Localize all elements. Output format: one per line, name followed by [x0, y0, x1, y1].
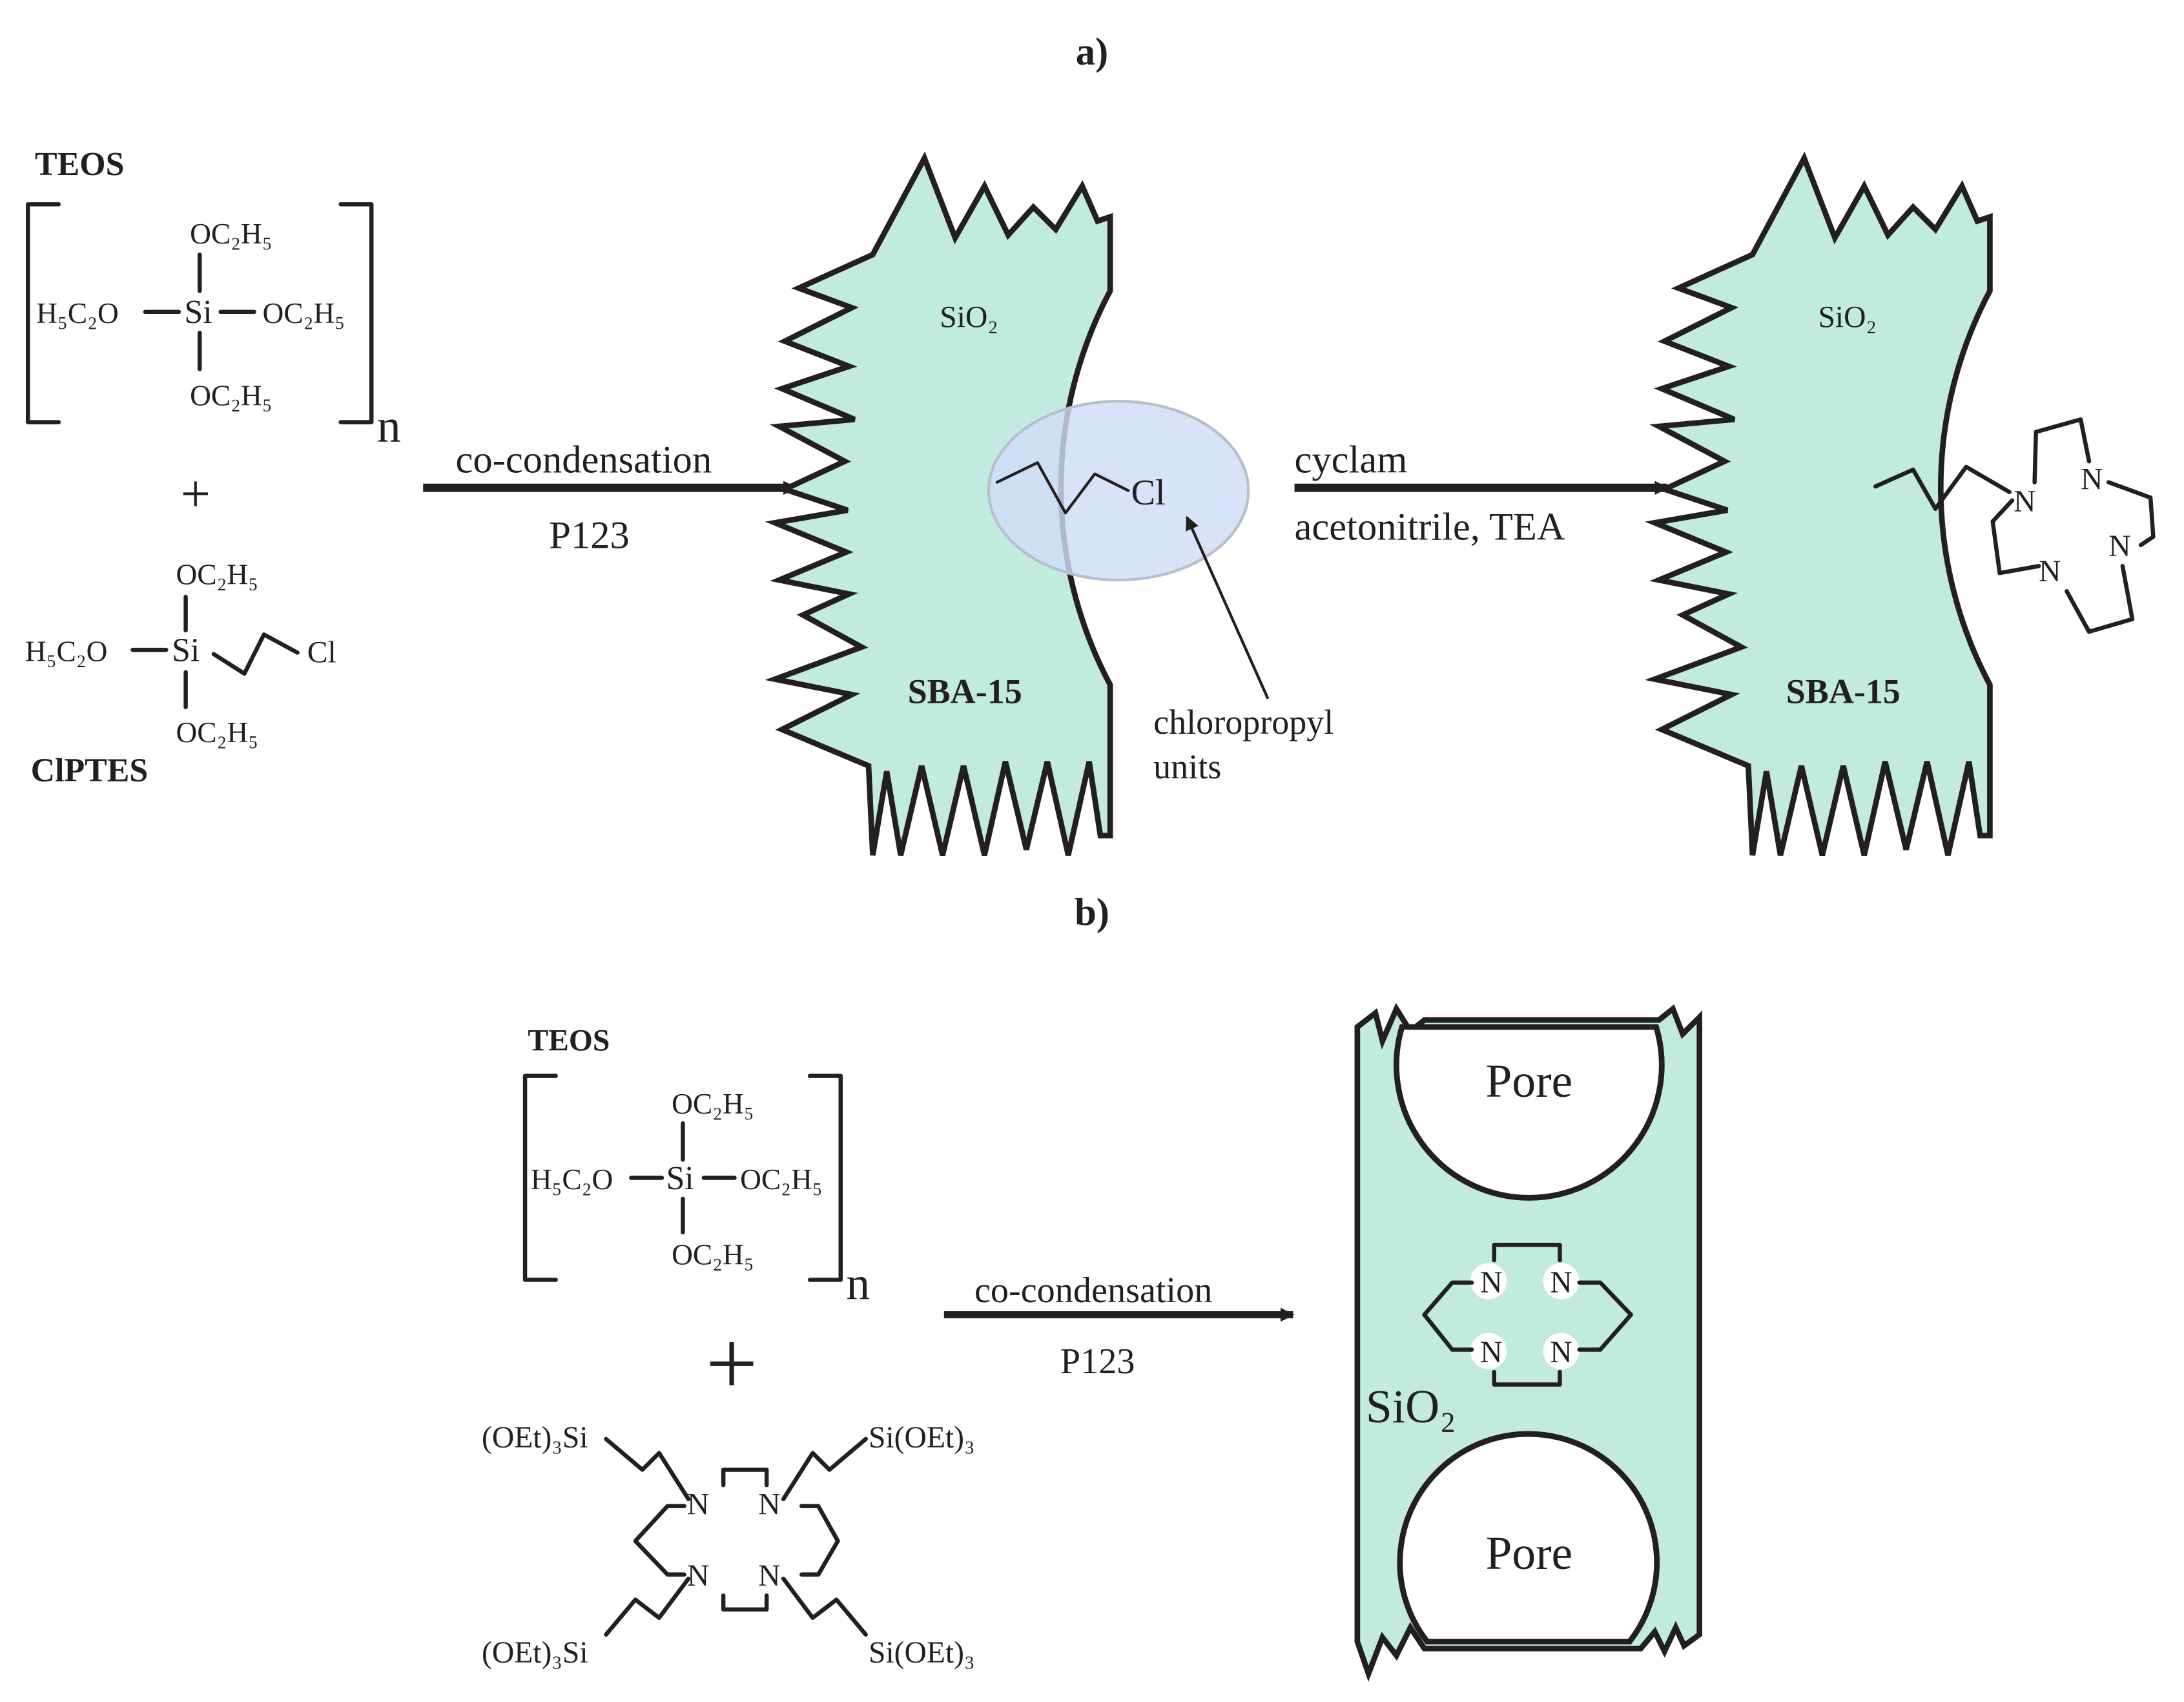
chloropropyl-highlight: [987, 400, 1250, 582]
cyclam-ring-2: [1990, 417, 2156, 634]
teos-left-group: H₅C₂O: [36, 297, 119, 329]
plus-sign-b: +: [706, 1313, 757, 1415]
n-halo-1: [1470, 1263, 1507, 1300]
sba15-particle-1: Cl SiO₂ SBA-15: [765, 151, 1250, 856]
surface-linker-2: [1873, 464, 2012, 511]
callout-arrow: [1186, 515, 1270, 700]
reaction-arrow-1: co-condensation P123: [423, 438, 798, 557]
teos-b-center-atom: Si: [666, 1160, 694, 1197]
embedded-ring-n-2: N: [1550, 1266, 1572, 1300]
cyclam-silane-structure: (OEt)₃Si Si(OEt)₃ (OEt)₃Si Si(OEt)₃ N N …: [482, 1421, 975, 1670]
left-bracket: [26, 202, 61, 424]
embedded-cyclam-ring: [1422, 1243, 1633, 1387]
reaction-arrow-b: co-condensation P123: [943, 1271, 1295, 1382]
callout-line1: chloropropyl: [1153, 703, 1334, 742]
chloropropyl-callout: chloropropyl units: [1153, 515, 1334, 786]
silane-bottom-right: Si(OEt)₃: [869, 1636, 975, 1670]
ring-n-right: N: [2108, 530, 2130, 563]
arrow-b-bottom-label: P123: [1060, 1342, 1135, 1382]
silane-bottom-left: (OEt)₃Si: [482, 1636, 588, 1670]
silica-particle-2: [1644, 151, 1993, 856]
teos-right-group: OC₂H₅: [263, 297, 345, 329]
pore-top-label: Pore: [1485, 1054, 1572, 1107]
silane-top-right: Si(OEt)₃: [869, 1421, 975, 1455]
ring-n-top: N: [2081, 462, 2103, 496]
callout-line2: units: [1153, 747, 1221, 786]
particle-1-top-label: SiO₂: [940, 301, 998, 335]
n-halo-2: [1543, 1263, 1580, 1300]
sba15-particle-2: N N N N SiO₂ SBA-15: [1644, 151, 2156, 856]
wall-label: SiO₂: [1366, 1380, 1456, 1433]
silane-ring-n-1: N: [687, 1488, 709, 1522]
cyclam-ring-b: [633, 1468, 840, 1612]
teos-name: TEOS: [35, 146, 124, 183]
chloropropyl-chain: [211, 632, 300, 676]
teos-b-left-group: H₅C₂O: [531, 1163, 613, 1196]
teos-b-top-group: OC₂H₅: [672, 1088, 754, 1120]
teos-bottom-group: OC₂H₅: [190, 380, 273, 412]
arrow-1-bottom-label: P123: [549, 514, 629, 557]
ring-n-bottom: N: [2039, 555, 2061, 588]
particle-1-chain-end: Cl: [1131, 473, 1166, 513]
teos-structure-b: TEOS OC₂H₅ H₅C₂O Si OC₂H₅ OC₂H₅ n: [522, 1024, 870, 1310]
clptes-center-atom: Si: [172, 632, 200, 669]
arrow-b-top-label: co-condensation: [974, 1271, 1212, 1311]
teos-b-right-group: OC₂H₅: [740, 1163, 823, 1196]
surface-chain-1: [995, 461, 1130, 515]
teos-b-subscript-n: n: [846, 1257, 870, 1310]
silica-particle-1: [765, 151, 1113, 856]
embedded-ring-n-1: N: [1480, 1266, 1502, 1300]
right-bracket: [338, 202, 374, 424]
silane-ring-n-2: N: [758, 1488, 780, 1522]
right-bracket-b: [807, 1074, 843, 1282]
n-halo-4: [1543, 1333, 1580, 1369]
teos-center-atom: Si: [184, 294, 212, 331]
teos-subscript-n: n: [377, 399, 401, 452]
clptes-chain-end: Cl: [307, 636, 336, 670]
particle-1-bottom-label: SBA-15: [908, 672, 1022, 711]
panel-b-label: b): [1075, 891, 1109, 934]
left-bracket-b: [522, 1074, 558, 1282]
pore-top-edge: [1394, 1024, 1665, 1201]
arrow-2-bottom-label: acetonitrile, TEA: [1295, 505, 1565, 548]
n-halo-3: [1470, 1333, 1507, 1369]
mesoporous-framework: Pore Pore SiO₂ N N N N: [1354, 1002, 1702, 1682]
panel-a-label: a): [1076, 30, 1108, 74]
reaction-arrow-2: cyclam acetonitrile, TEA: [1295, 438, 1669, 548]
clptes-top-group: OC₂H₅: [176, 558, 258, 590]
clptes-name: ClPTES: [31, 752, 149, 789]
clptes-structure: OC₂H₅ H₅C₂O Si Cl OC₂H₅ ClPTES: [25, 558, 336, 789]
teos-b-bonds: [629, 1121, 737, 1235]
plus-sign-a: +: [181, 464, 211, 523]
clptes-bonds: [130, 594, 188, 710]
teos-top-group: OC₂H₅: [190, 218, 273, 250]
silane-ring-n-3: N: [687, 1559, 709, 1593]
silane-ring-n-4: N: [758, 1559, 780, 1593]
silane-linkers: [604, 1437, 868, 1637]
embedded-ring-n-3: N: [1480, 1336, 1502, 1369]
teos-b-bottom-group: OC₂H₅: [672, 1239, 754, 1271]
teos-structure-a: TEOS OC₂H₅ H₅C₂O Si OC₂H₅ OC₂H₅ n: [26, 146, 401, 452]
silane-top-left: (OEt)₃Si: [482, 1421, 588, 1455]
arrow-1-top-label: co-condensation: [456, 438, 712, 481]
clptes-bottom-group: OC₂H₅: [176, 716, 258, 749]
ring-n-left: N: [2014, 485, 2035, 519]
teos-bonds: [143, 252, 256, 371]
pore-bottom-edge: [1397, 1431, 1660, 1645]
arrow-2-top-label: cyclam: [1295, 438, 1408, 481]
particle-2-bottom-label: SBA-15: [1786, 672, 1901, 711]
teos-b-name: TEOS: [528, 1024, 610, 1058]
clptes-left-group: H₅C₂O: [25, 635, 108, 667]
pore-bottom-label: Pore: [1485, 1526, 1572, 1579]
embedded-ring-n-4: N: [1550, 1336, 1572, 1369]
particle-2-top-label: SiO₂: [1818, 301, 1877, 335]
